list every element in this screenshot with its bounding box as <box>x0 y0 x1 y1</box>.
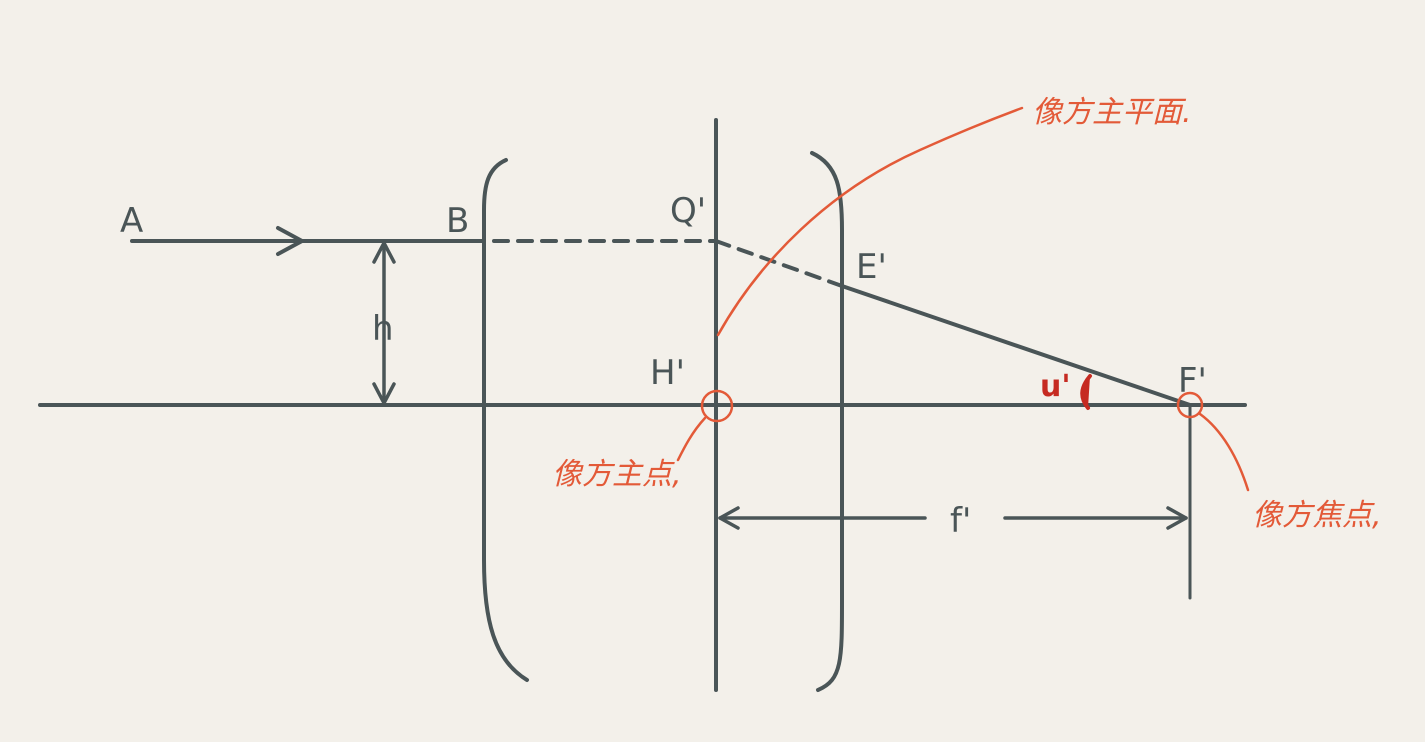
label-f-prime: f' <box>950 501 971 541</box>
dashed-extension-diagonal <box>714 239 844 288</box>
annotation-image-principal-point: 像方主点, <box>552 457 682 492</box>
focal-length-arrowhead-right <box>1166 506 1188 530</box>
annotation-image-principal-plane: 像方主平面. <box>1032 95 1192 130</box>
label-E-prime: E' <box>856 247 887 287</box>
ray-arrowhead <box>276 226 304 256</box>
label-h: h <box>372 309 394 349</box>
height-arrowhead-bottom <box>372 382 396 405</box>
label-A: A <box>120 201 143 241</box>
label-Q-prime: Q' <box>670 191 706 231</box>
height-arrowhead-top <box>372 241 396 264</box>
angle-arc <box>1080 374 1092 410</box>
lens-system-right-bracket <box>810 151 844 692</box>
focal-point-leader <box>1198 412 1250 492</box>
principal-plane-leader <box>716 106 1024 337</box>
label-F-prime: F' <box>1178 361 1207 401</box>
label-H-prime: H' <box>650 353 685 393</box>
principal-point-leader <box>676 416 707 462</box>
principal-point-marker <box>700 389 734 423</box>
focal-length-arrowhead-left <box>718 506 740 530</box>
focal-point-marker <box>1176 391 1204 419</box>
annotation-image-focal-point: 像方焦点, <box>1252 498 1382 533</box>
lens-system-left-bracket <box>482 158 529 682</box>
emergent-ray <box>840 284 1192 407</box>
label-u-prime: u' <box>1040 369 1071 404</box>
label-B: B <box>446 201 469 241</box>
